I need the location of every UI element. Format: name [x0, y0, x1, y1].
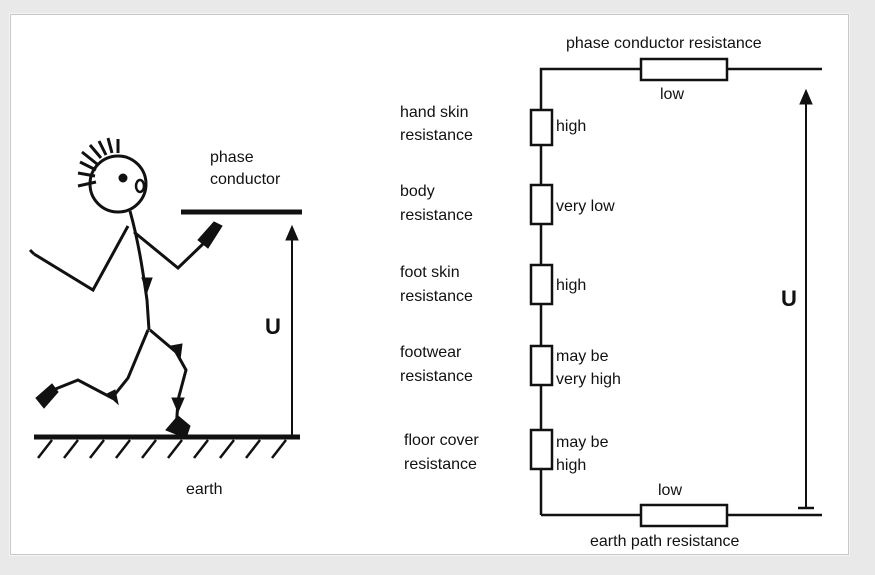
earth-label: earth — [186, 481, 222, 498]
figure-mouth — [134, 178, 146, 194]
resistor-foot-skin: foot skin resistance high — [400, 263, 586, 306]
left-voltage-label: U — [265, 314, 281, 339]
resistor-name-line1: footwear — [400, 344, 462, 361]
resistor-box — [529, 108, 554, 147]
resistor-name-line1: body — [400, 183, 435, 200]
earth-hatching — [37, 439, 287, 459]
current-arrow-3 — [171, 397, 185, 414]
resistor-value-line2: very high — [556, 371, 621, 388]
resistor-value-line1: may be — [556, 434, 609, 451]
current-arrow-2 — [170, 343, 183, 362]
phase-conductor-resistance-label: phase conductor resistance — [566, 35, 762, 52]
resistor-name-line1: hand skin — [400, 104, 469, 121]
resistor-value-line1: very low — [556, 198, 615, 215]
figure-body — [128, 210, 151, 331]
earth-path-resistance-label: earth path resistance — [590, 533, 740, 550]
resistor-name-line2: resistance — [400, 368, 473, 385]
resistor-floor-cover: floor cover resistance may be high — [404, 428, 609, 474]
resistor-box — [529, 344, 554, 387]
resistor-name-line1: floor cover — [404, 432, 479, 449]
resistor-name-line2: resistance — [400, 127, 473, 144]
earth-path-resistor — [639, 503, 729, 528]
top-wire — [539, 67, 641, 110]
resistor-box — [529, 428, 554, 471]
stick-figure — [28, 137, 223, 439]
figure-front-arm — [133, 230, 207, 271]
resistor-value-line2: high — [556, 457, 586, 474]
current-arrow-1 — [141, 277, 153, 294]
earth-path-resistance-value: low — [658, 482, 682, 499]
phase-conductor-label-2: conductor — [210, 171, 281, 188]
left-voltage-arrowhead — [285, 224, 299, 241]
resistor-hand-skin: hand skin resistance high — [400, 104, 586, 147]
figure-back-leg — [47, 329, 150, 400]
resistor-footwear: footwear resistance may be very high — [400, 344, 621, 388]
figure-eye — [118, 173, 128, 183]
resistor-name-line2: resistance — [400, 288, 473, 305]
resistor-value-line1: high — [556, 118, 586, 135]
phase-conductor-label-1: phase — [210, 149, 254, 166]
right-voltage-arrowhead — [799, 88, 813, 105]
resistor-name-line2: resistance — [404, 456, 477, 473]
resistor-box — [529, 183, 554, 226]
resistor-box — [529, 263, 554, 306]
resistor-value-line1: may be — [556, 348, 609, 365]
current-arrow-4 — [106, 389, 119, 406]
figure-hair — [77, 137, 120, 188]
resistor-value-line1: high — [556, 277, 586, 294]
resistor-name-line1: foot skin — [400, 264, 460, 281]
figure-head — [88, 154, 148, 214]
figure-back-arm — [33, 225, 130, 293]
phase-conductor-resistor — [639, 57, 729, 82]
resistor-name-line2: resistance — [400, 207, 473, 224]
right-voltage-label: U — [781, 286, 797, 311]
figure-hand — [197, 221, 223, 249]
resistor-body: body resistance very low — [400, 183, 615, 226]
figure-back-foot — [35, 383, 59, 409]
phase-conductor-resistance-value: low — [660, 86, 684, 103]
